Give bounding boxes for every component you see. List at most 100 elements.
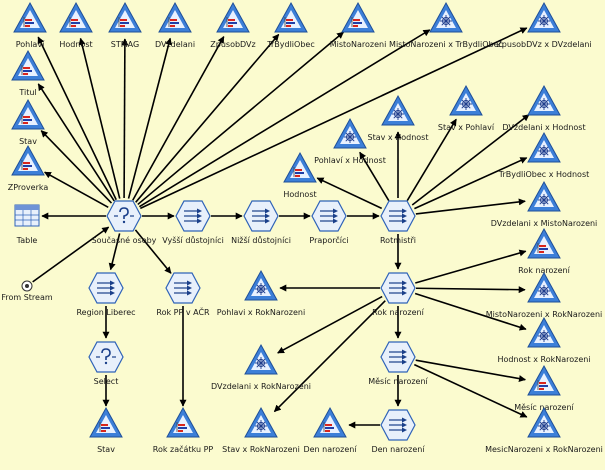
node-label: Hodnost [59, 40, 92, 49]
node-table[interactable]: Table [14, 204, 40, 245]
derive-icon [243, 200, 279, 232]
node-select[interactable]: Select [88, 341, 124, 386]
node-label: Nižší důstojníci [231, 235, 291, 245]
web-chart-icon [333, 117, 367, 149]
node-mesicnar-x-roknar[interactable]: MesicNarozeni x RokNarozeni [485, 406, 603, 454]
node-label: Region Liberec [76, 308, 135, 317]
node-pohlavi[interactable]: Pohlaví [13, 1, 47, 49]
node-hodnost-x-roknar[interactable]: Hodnost x RokNarozeni [497, 316, 591, 364]
edge-rok-narozeni-to-stav-x-roknar [273, 300, 386, 413]
node-stmag[interactable]: STMAG [108, 1, 142, 49]
node-den-narozeni[interactable]: Den narození [371, 409, 425, 454]
node-trbydliobec[interactable]: TrBydliObec [266, 1, 315, 49]
stream-source-icon [21, 280, 33, 292]
node-zproverka[interactable]: ZProverka [8, 144, 49, 192]
node-mistonar-x-roknar[interactable]: MistoNarozeni x RokNarozeni [486, 271, 603, 319]
node-mistonarozeni[interactable]: MistoNarozeni [330, 1, 387, 49]
node-label: Pohlavi x RokNarozeni [217, 308, 305, 317]
web-chart-icon [429, 1, 463, 33]
node-den-narozeni-tri[interactable]: Den narození [303, 406, 357, 454]
node-label: TrBydliObec [266, 40, 314, 49]
node-label: Rotmistři [380, 236, 416, 245]
node-hodnost-mid[interactable]: Hodnost [283, 151, 317, 199]
edge-from-stream-to-soucasne [32, 226, 110, 283]
node-label: ZpusobDVz [210, 40, 255, 49]
node-label: Stav [97, 445, 115, 454]
node-zpusobdvz[interactable]: ZpusobDVz [210, 1, 256, 49]
node-soucasne[interactable]: Současné osoby [92, 200, 157, 245]
node-titul[interactable]: Titul [11, 49, 45, 97]
node-rok-narozeni-hist[interactable]: Rok narození [518, 227, 571, 275]
derive-icon [311, 200, 347, 232]
node-stav-x-pohlavi[interactable]: Stav x Pohlaví [438, 84, 495, 132]
node-rok-narozeni[interactable]: Rok narození [372, 272, 425, 317]
web-chart-icon [244, 343, 278, 375]
node-vyssi[interactable]: Vyšší důstojníci [162, 200, 224, 245]
table-icon [14, 204, 40, 227]
node-dvzdelani[interactable]: DVzdelani [155, 1, 195, 49]
node-rok-zacatku-pp[interactable]: Rok začátku PP [153, 406, 214, 454]
node-praporcici[interactable]: Praporčíci [309, 200, 349, 245]
bar-chart-icon [166, 406, 200, 438]
edge-soucasne-to-zpusobdvz-x-dvzdel [139, 27, 528, 210]
node-rotmistri[interactable]: Rotmistři [380, 200, 416, 245]
node-label: Rok začátku PP [153, 444, 214, 454]
node-label: DVzdelani x RokNarozeni [211, 382, 311, 391]
bar-chart-icon [527, 364, 561, 396]
node-dvzdel-x-roknar[interactable]: DVzdelani x RokNarozeni [211, 343, 311, 391]
edge-rok-narozeni-to-dvzdel-x-roknar [277, 295, 383, 354]
derive-icon [380, 341, 416, 373]
node-dvzdel-x-hodnost[interactable]: DVzdelani x Hodnost [502, 84, 586, 132]
edge-soucasne-to-hodnost-top [78, 37, 121, 199]
node-label: Stav x Pohlaví [438, 123, 495, 132]
node-label: ZProverka [8, 183, 49, 192]
node-zpusobdvz-x-dvzdel[interactable]: ZpusobDVz x DVzdelani [496, 1, 592, 49]
node-mesic-narozeni[interactable]: Měsíc narození [368, 341, 429, 386]
edge-soucasne-to-stav-left [40, 130, 113, 204]
node-label: Stav x Hodnost [368, 133, 429, 142]
node-stav-x-hodnost[interactable]: Stav x Hodnost [368, 94, 429, 142]
edge-soucasne-to-zpusobdvz [132, 35, 225, 201]
node-dvzdel-x-mistonar[interactable]: DVzdelani x MistoNarozeni [491, 180, 598, 228]
node-stav-bottom[interactable]: Stav [89, 406, 123, 454]
node-pohlavi-x-hodnost[interactable]: Pohlaví x Hodnost [314, 117, 386, 165]
edge-soucasne-to-rok-pp [134, 229, 172, 274]
edge-soucasne-to-mistonar-x-trbydl [138, 29, 431, 208]
derive-icon [380, 200, 416, 232]
node-label: Vyšší důstojníci [162, 235, 224, 245]
edge-mesic-narozeni-to-mesicnar-x-roknar [413, 363, 528, 418]
edge-soucasne-to-region-liberec [108, 233, 121, 271]
node-nizsi[interactable]: Nižší důstojníci [231, 200, 291, 245]
edge-rotmistri-to-dvzdel-x-mistonar [415, 198, 526, 215]
node-pohlavi-x-roknar[interactable]: Pohlavi x RokNarozeni [217, 269, 305, 317]
bar-chart-icon [216, 1, 250, 33]
edge-soucasne-to-dvzdelani [127, 37, 173, 199]
node-label: Současné osoby [92, 235, 157, 245]
derive-icon [88, 272, 124, 304]
node-trbydl-x-hodnost[interactable]: TrBydliObec x Hodnost [498, 131, 590, 179]
node-label: Den narození [371, 445, 425, 454]
web-chart-icon [527, 271, 561, 303]
node-from-stream[interactable]: From Stream [1, 280, 53, 302]
bar-chart-icon [274, 1, 308, 33]
node-label: TrBydliObec x Hodnost [498, 170, 590, 179]
web-chart-icon [449, 84, 483, 116]
node-stav-x-roknar[interactable]: Stav x RokNarozeni [222, 406, 300, 454]
node-mesic-narozeni-hist[interactable]: Měsíc narození [514, 364, 575, 412]
edge-rotmistri-to-trbydl-x-hodnost [414, 157, 528, 210]
node-label: Stav x RokNarozeni [222, 445, 300, 454]
node-label: Rok narození [518, 266, 570, 275]
edge-rotmistri-to-stav-x-pohlavi [406, 118, 457, 201]
node-mistonar-x-trbydl[interactable]: MistoNarozeni x TrBydliObec [389, 1, 503, 49]
node-label: Select [94, 377, 119, 386]
node-stav-left[interactable]: Stav [11, 98, 45, 146]
node-region-liberec[interactable]: Region Liberec [76, 272, 136, 317]
node-label: Měsíc narození [514, 403, 574, 412]
edge-rotmistri-to-hodnost-mid [316, 177, 383, 210]
node-rok-pp[interactable]: Rok PP v AČR [156, 272, 210, 317]
web-chart-icon [527, 406, 561, 438]
bar-chart-icon [89, 406, 123, 438]
node-hodnost-top[interactable]: Hodnost [59, 1, 93, 49]
